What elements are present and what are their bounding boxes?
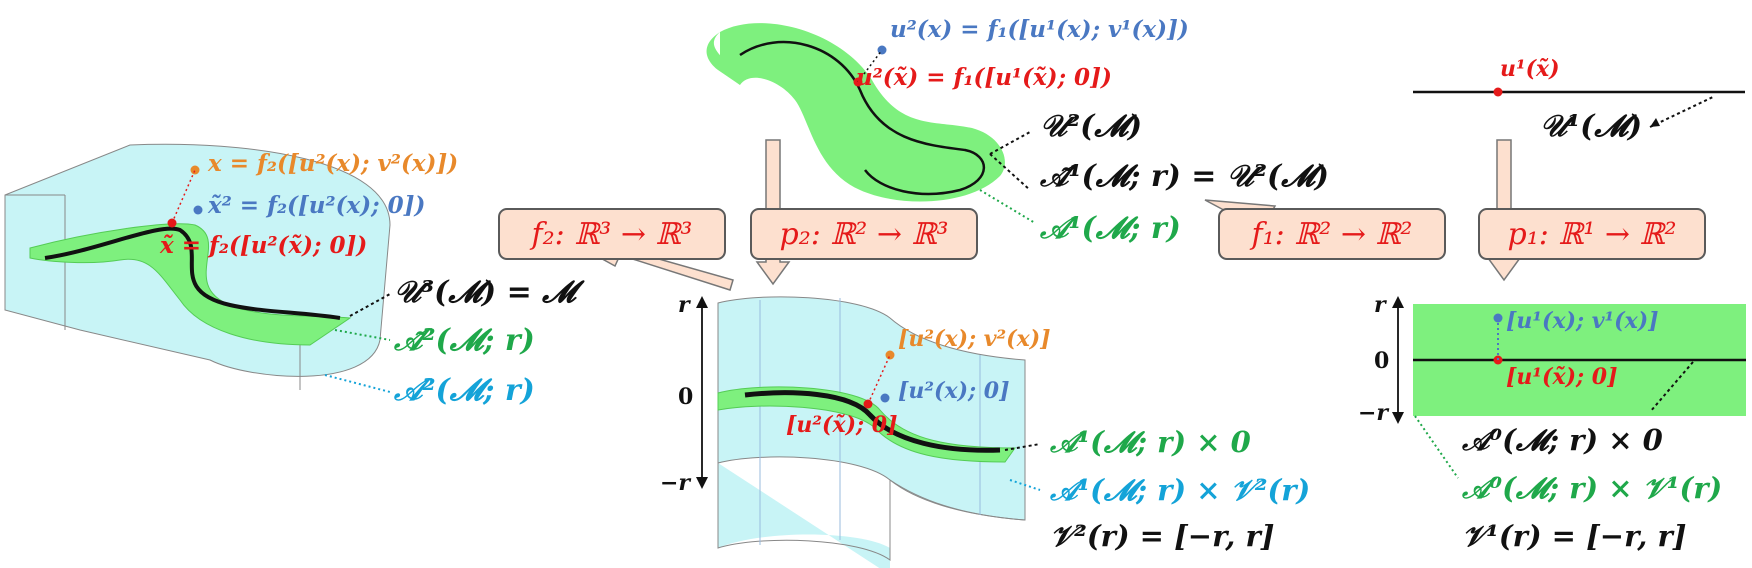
- middle-top-green-s: [720, 23, 1005, 202]
- mapping-box-f2: f₂: ℝ³ → ℝ³: [498, 208, 726, 260]
- left-blue-eq: x̃² = f₂([u²(x); 0]): [208, 192, 426, 219]
- middle-bottom-green-sheet: [717, 386, 1016, 463]
- middle-blue-eq: u²(x) = f₁([u¹(x); v¹(x)]): [890, 16, 1189, 43]
- middle-bottom-label-3: 𝒱²(r) = [−r, r]: [1050, 519, 1275, 553]
- middle-bottom-slab: [717, 296, 1041, 568]
- right-manifold-label: 𝒰¹(𝓜): [1540, 109, 1643, 144]
- left-orange-eq: x = f₂([u²(x); v²(x)]): [208, 150, 459, 177]
- left-red-eq: x̃ = f₂([u²(x̃); 0]): [160, 232, 368, 259]
- right-axis-bot: −r: [1358, 400, 1389, 426]
- middle-blue-pt: [u²(x); 0]: [898, 378, 1010, 404]
- right-label-3: 𝒱¹(r) = [−r, r]: [1462, 519, 1687, 553]
- f1-label: f₁: ℝ² → ℝ²: [1251, 216, 1413, 252]
- middle-bottom-label-2: 𝒜¹(𝓜; r) × 𝒱²(r): [1050, 473, 1311, 507]
- left-cyan-label: 𝒜²(𝓜; r): [394, 373, 535, 408]
- middle-bottom-label-1: 𝒜¹(𝓜; r) × 0: [1050, 425, 1251, 459]
- middle-tilde-eq: 𝒜̃¹(𝓜; r) = 𝒰²(𝓜): [1040, 159, 1329, 194]
- right-axis-mid: 0: [1374, 348, 1390, 374]
- middle-axis-mid: 0: [678, 384, 694, 410]
- right-axis-top: r: [1374, 292, 1386, 318]
- left-green-sheet: [29, 223, 352, 346]
- middle-axis-bot: −r: [660, 470, 691, 496]
- left-manifold: 𝒰³(𝓜) = 𝓜: [394, 275, 576, 310]
- mapping-box-p2: p₂: ℝ² → ℝ³: [750, 208, 978, 260]
- middle-orange-pt: [u²(x); v²(x)]: [898, 326, 1051, 352]
- p2-label: p₂: ℝ² → ℝ³: [779, 216, 949, 252]
- left-green-label: 𝒜̃²(𝓜; r): [394, 323, 535, 358]
- f2-label: f₂: ℝ³ → ℝ³: [531, 216, 693, 252]
- right-point-center-label: [u¹(x̃); 0]: [1506, 364, 1618, 390]
- right-point-top-label: u¹(x̃): [1500, 56, 1560, 82]
- middle-green-label: 𝒜¹(𝓜; r): [1040, 211, 1181, 246]
- mapping-box-p1: p₁: ℝ¹ → ℝ²: [1478, 208, 1706, 260]
- middle-manifold: 𝒰²(𝓜): [1040, 109, 1143, 144]
- right-label-2: 𝒜⁰(𝓜; r) × 𝒱¹(r): [1462, 471, 1723, 505]
- right-label-1: 𝒜⁰(𝓜; r) × 0: [1462, 423, 1663, 457]
- right-red-point-top: [1493, 87, 1503, 97]
- right-point-upper-label: [u¹(x); v¹(x)]: [1506, 308, 1659, 334]
- mapping-box-f1: f₁: ℝ² → ℝ²: [1218, 208, 1446, 260]
- p1-label: p₁: ℝ¹ → ℝ²: [1507, 216, 1677, 252]
- middle-red-eq: u²(x̃) = f₁([u¹(x̃); 0]): [856, 64, 1112, 91]
- middle-axis-top: r: [678, 292, 690, 318]
- middle-red-pt: [u²(x̃); 0]: [786, 412, 898, 438]
- left-slab: [4, 143, 391, 393]
